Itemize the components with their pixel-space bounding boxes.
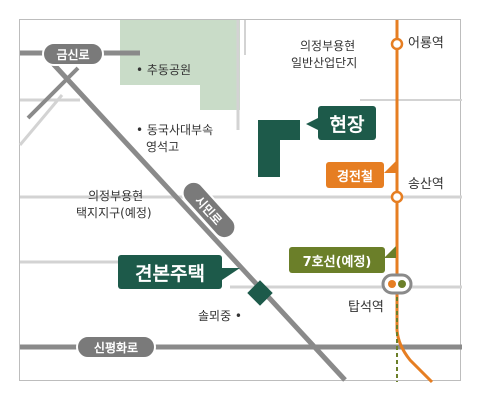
map-frame — [19, 19, 461, 381]
label-housing-line2: 택지지구(예정) — [76, 206, 152, 220]
chudong-park-area — [120, 20, 240, 110]
callout-site-pointer — [306, 118, 318, 130]
road-label-geumsin: 금신로 — [42, 42, 104, 66]
label-station-songsan: 송산역 — [408, 177, 444, 192]
callout-gyeongjeon-pointer — [384, 161, 396, 173]
model-house-icon — [247, 280, 273, 306]
station-songsan-marker — [390, 190, 404, 204]
road-label-sinpyeonghwa: 신평화로 — [76, 335, 156, 359]
label-solmoe-school: 솔뫼중 • — [198, 309, 243, 323]
callout-line7-pointer — [384, 246, 396, 258]
label-dongguk-line1: • 동국사대부속 — [136, 123, 214, 137]
rail-gyeongjeon-curve — [395, 290, 434, 384]
label-housing-line1: 의정부용현 — [88, 189, 144, 203]
callout-gyeonbon-pointer — [222, 268, 240, 280]
label-chudong-park: • 추동공원 — [136, 63, 192, 77]
label-industrial-line1: 의정부용현 — [300, 39, 356, 53]
callout-site: 현장 — [318, 106, 376, 140]
label-industrial-line2: 일반산업단지 — [291, 56, 358, 70]
station-tapseok-orange-dot — [388, 280, 396, 288]
label-station-tapseok: 탑석역 — [348, 300, 384, 315]
callout-gyeongjeon: 경전철 — [326, 162, 384, 188]
station-eoryong-marker — [390, 37, 404, 51]
station-tapseok-marker — [381, 273, 413, 295]
road-light-2 — [18, 94, 64, 146]
road-upper-left — [26, 66, 80, 120]
station-tapseok-green-dot — [398, 280, 406, 288]
label-dongguk-line2: 영석고 — [146, 140, 180, 154]
callout-gyeonbon: 견본주택 — [118, 255, 222, 289]
label-station-eoryong: 어룡역 — [408, 36, 444, 51]
site-building-icon — [258, 120, 300, 177]
road-simin — [43, 53, 347, 382]
callout-line7: 7호선(예정) — [289, 247, 385, 273]
